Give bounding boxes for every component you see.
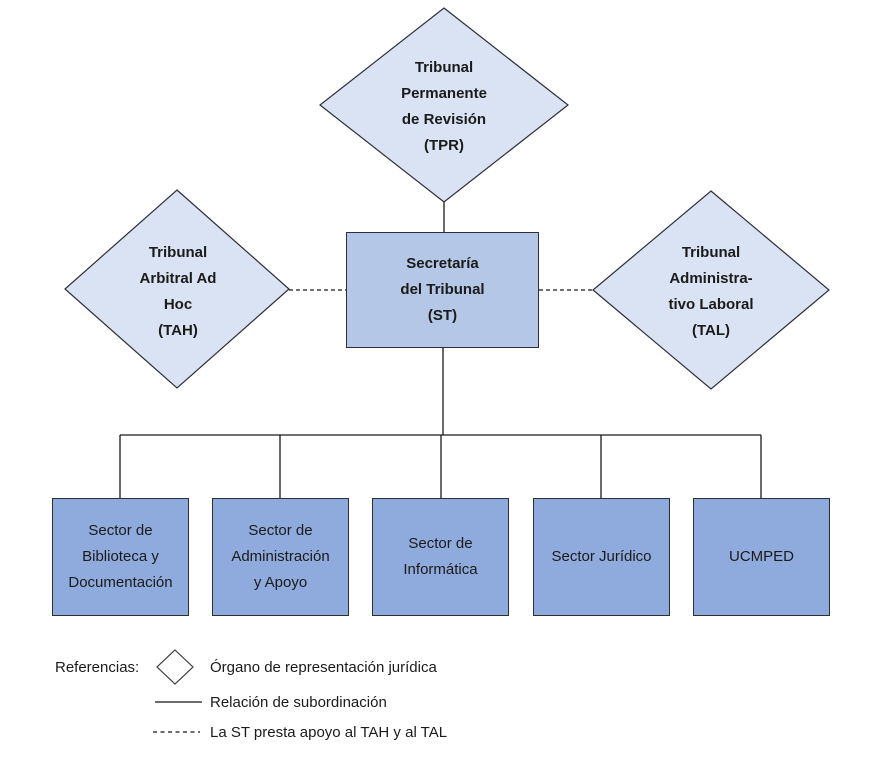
- legend-diamond-icon: [156, 649, 194, 685]
- sector-node-biblioteca: Sector de Biblioteca y Documentación: [52, 498, 189, 616]
- sector-node-informatica: Sector de Informática: [372, 498, 509, 616]
- tal-node-label: Tribunal Administra- tivo Laboral (TAL): [668, 244, 754, 339]
- st-node: Secretaría del Tribunal (ST): [346, 232, 539, 348]
- sector-node-label: Sector de Administración y Apoyo: [231, 522, 330, 591]
- sector-node-label: UCMPED: [728, 548, 794, 565]
- legend-title: Referencias:: [55, 659, 140, 676]
- sector-node-ucmped: UCMPED: [693, 498, 830, 616]
- tal-diamond-shape: [592, 190, 830, 390]
- tpr-node-label: Tribunal Permanente de Revisión (TPR): [401, 59, 487, 154]
- sector-node-label: Sector de Biblioteca y Documentación: [68, 522, 173, 591]
- tah-diamond-shape: [64, 189, 290, 389]
- sector-node-label: Sector Jurídico: [551, 548, 652, 565]
- st-node-label: Secretaría del Tribunal (ST): [400, 255, 485, 324]
- sector-node-administracion: Sector de Administración y Apoyo: [212, 498, 349, 616]
- legend-item-subordinacion: Relación de subordinación: [210, 694, 387, 711]
- legend-item-apoyo: La ST presta apoyo al TAH y al TAL: [210, 724, 448, 741]
- legend-item-organo: Órgano de representación jurídica: [210, 659, 437, 676]
- tah-node-label: Tribunal Arbitral Ad Hoc (TAH): [139, 244, 217, 339]
- sector-node-label: Sector de Informática: [403, 535, 478, 578]
- sector-node-juridico: Sector Jurídico: [533, 498, 670, 616]
